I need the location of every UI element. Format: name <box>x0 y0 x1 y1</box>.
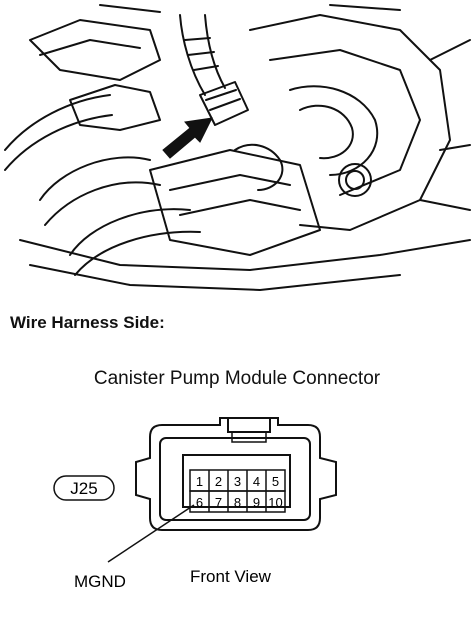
pin-4: 4 <box>253 474 260 489</box>
mgnd-leader-line <box>107 504 195 563</box>
pin-2: 2 <box>215 474 222 489</box>
pin-9: 9 <box>253 495 260 510</box>
engine-bay-illustration <box>4 4 471 291</box>
connector-code: J25 <box>70 479 97 498</box>
pin-8: 8 <box>234 495 241 510</box>
connector-code-badge <box>53 475 115 501</box>
pin-label-mgnd: MGND <box>74 572 126 591</box>
front-view-label: Front View <box>190 567 272 586</box>
pin-3: 3 <box>234 474 241 489</box>
wire-harness-heading: Wire Harness Side: <box>10 313 165 332</box>
connector-title: Canister Pump Module Connector <box>93 368 381 389</box>
pin-6: 6 <box>196 495 203 510</box>
pin-7: 7 <box>215 495 222 510</box>
location-arrow-icon <box>162 117 213 159</box>
connector-diagram: 1 2 3 4 5 6 7 8 9 10 J25 MGND Front View <box>53 417 337 591</box>
pin-10: 10 <box>268 495 282 510</box>
pin-5: 5 <box>272 474 279 489</box>
pin-1: 1 <box>196 474 203 489</box>
